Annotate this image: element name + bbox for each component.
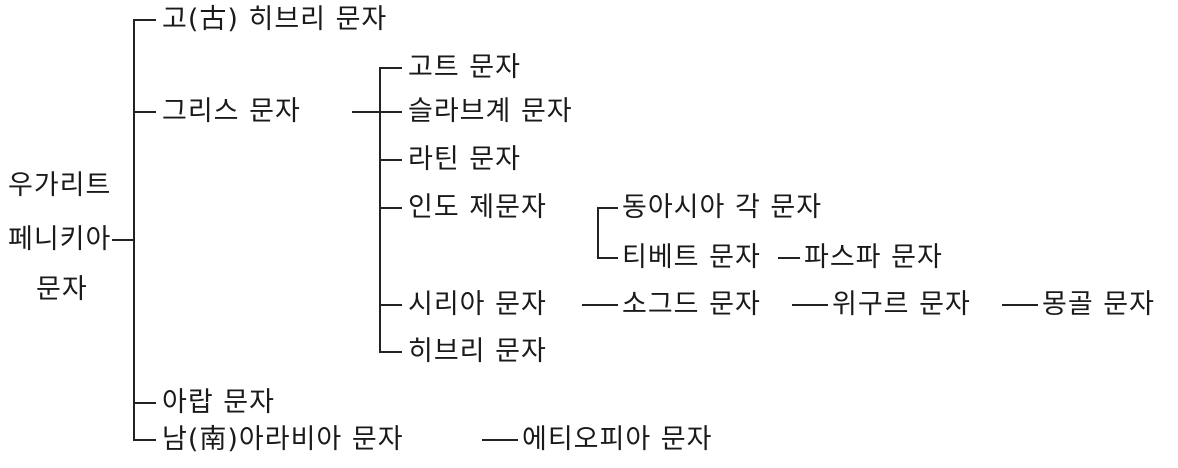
node-greek: 그리스 문자 xyxy=(162,96,301,127)
node-mongolian: 몽골 문자 xyxy=(1042,289,1155,320)
node-syriac: 시리아 문자 xyxy=(408,289,547,320)
node-phags-pa: 파스파 문자 xyxy=(804,242,943,273)
node-gothic: 고트 문자 xyxy=(408,52,521,83)
node-ethiopic: 에티오피아 문자 xyxy=(522,424,713,455)
node-latin: 라틴 문자 xyxy=(408,144,521,175)
node-uyghur: 위구르 문자 xyxy=(832,289,971,320)
node-tibetan: 티베트 문자 xyxy=(622,242,761,273)
node-slavic: 슬라브계 문자 xyxy=(408,96,573,127)
node-arabic: 아랍 문자 xyxy=(162,387,275,418)
root-node-line1: 우가리트 xyxy=(8,170,112,201)
node-sogdian: 소그드 문자 xyxy=(622,289,761,320)
root-node-line2: 페니키아 xyxy=(8,224,112,255)
node-ancient-hebrew: 고(古) 히브리 문자 xyxy=(162,4,388,35)
node-hebrew: 히브리 문자 xyxy=(408,336,547,367)
node-indic: 인도 제문자 xyxy=(408,192,547,223)
node-south-arabian: 남(南)아라비아 문자 xyxy=(162,424,404,455)
node-east-asian: 동아시아 각 문자 xyxy=(622,192,823,223)
root-node-line3: 문자 xyxy=(36,274,88,305)
